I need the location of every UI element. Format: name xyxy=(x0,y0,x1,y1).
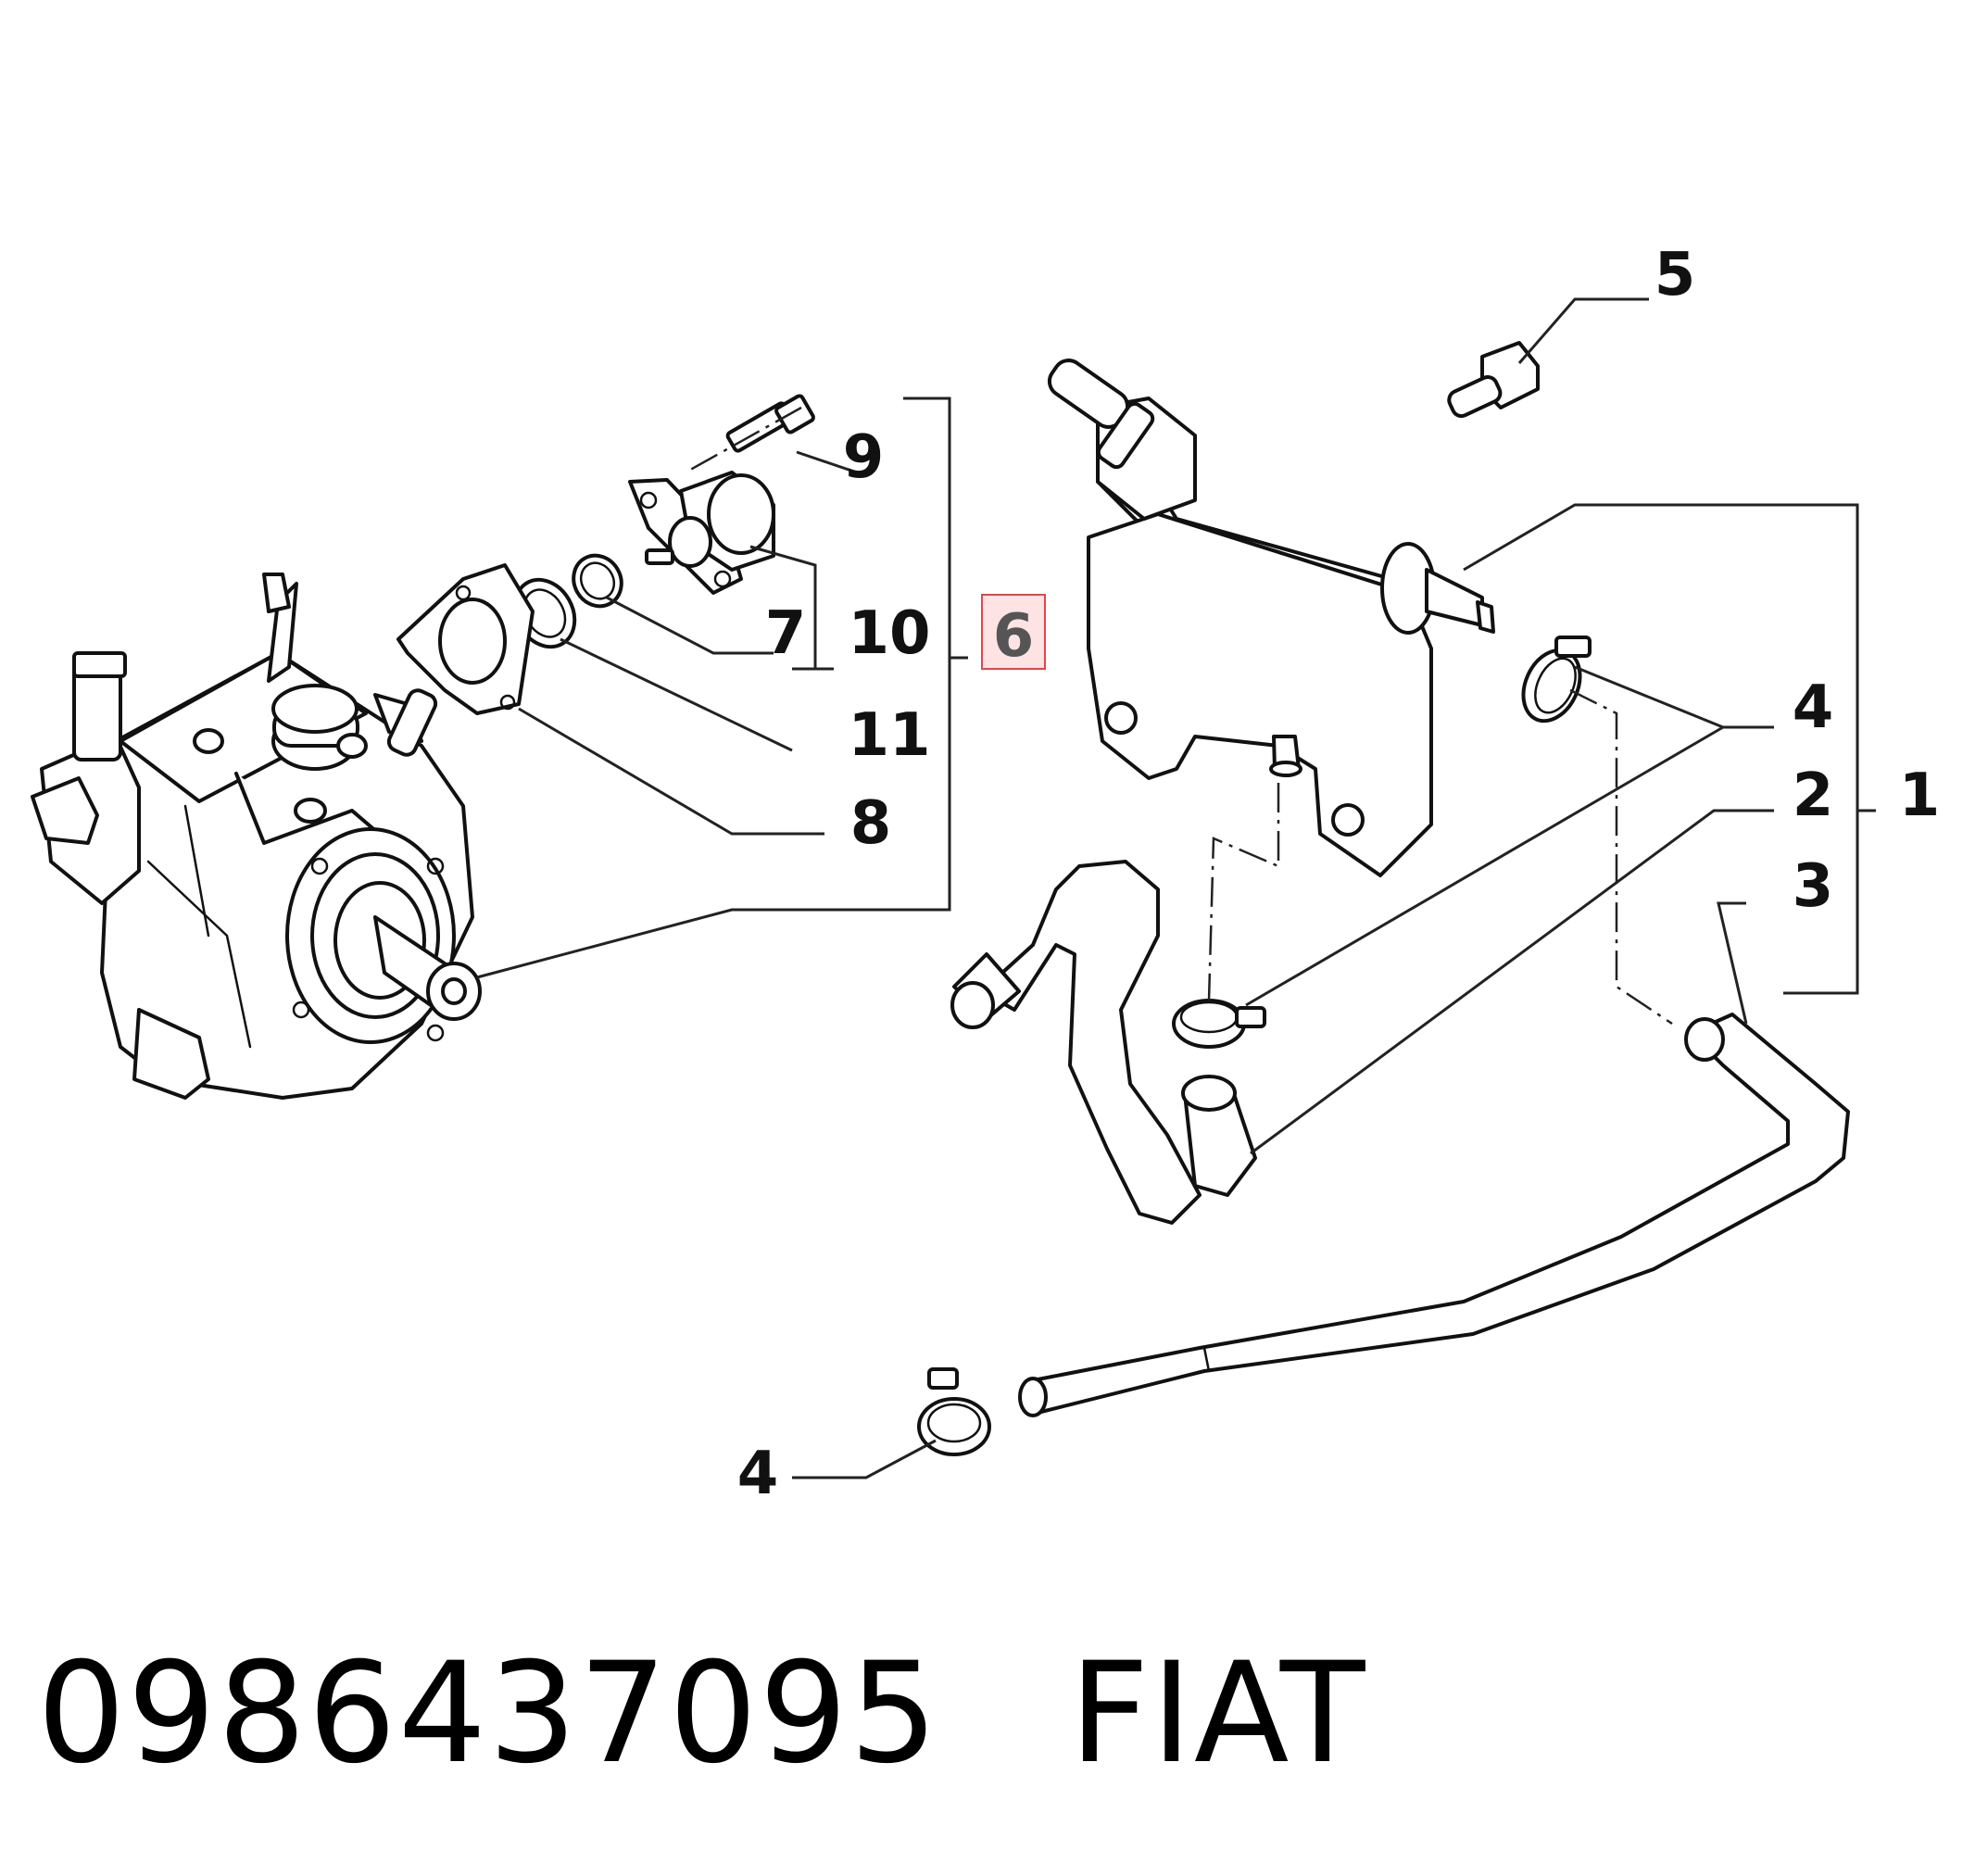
callout-8: 8 xyxy=(850,789,892,858)
callout-2: 2 xyxy=(1793,762,1834,830)
callout-7: 7 xyxy=(765,599,807,668)
callout-10: 10 xyxy=(848,599,930,668)
callout-9: 9 xyxy=(843,423,885,492)
bolt-9 xyxy=(725,394,815,453)
leader-lines xyxy=(476,297,1876,1479)
clamp-4-bottom xyxy=(917,1367,991,1456)
clamp-4-mid xyxy=(1172,999,1266,1049)
callout-4-right: 4 xyxy=(1793,673,1834,742)
exploded-parts-diagram: 1 2 3 4 4 5 6 7 8 9 10 11 xyxy=(31,241,1941,1508)
callout-6-highlight-box xyxy=(981,594,1046,670)
hose-2 xyxy=(950,860,1257,1225)
bolt-5 xyxy=(1447,341,1540,419)
callout-5: 5 xyxy=(1655,241,1696,309)
callout-1: 1 xyxy=(1899,762,1941,830)
part-number: 0986437095 xyxy=(37,1633,940,1794)
part-caption: 0986437095 FIAT xyxy=(37,1630,1366,1797)
fuel-manifold xyxy=(1047,359,1495,877)
pressure-regulator-7 xyxy=(628,471,775,595)
gasket-8 xyxy=(396,563,535,715)
high-pressure-pump xyxy=(31,573,482,1100)
hose-3 xyxy=(1018,1013,1850,1417)
assembly-center-lines xyxy=(685,406,1673,1026)
clamp-4-top xyxy=(1521,636,1592,724)
callout-11: 11 xyxy=(848,701,930,770)
callout-4-bottom: 4 xyxy=(737,1440,779,1508)
callout-6: 6 xyxy=(993,602,1035,671)
brand-name: FIAT xyxy=(1069,1633,1367,1794)
callout-3: 3 xyxy=(1793,852,1834,921)
callout-labels: 1 2 3 4 4 5 6 7 8 9 10 11 xyxy=(737,241,1941,1508)
o-ring-10 xyxy=(572,553,623,609)
